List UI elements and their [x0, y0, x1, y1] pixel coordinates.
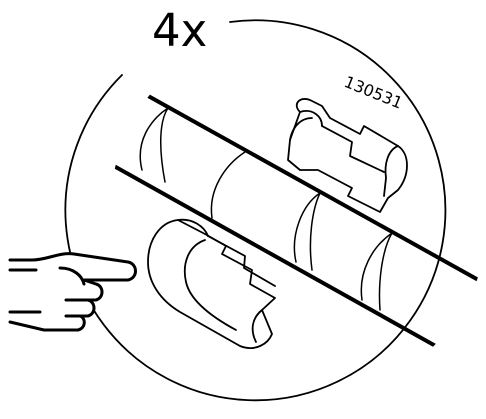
pointing-hand-icon: [8, 252, 137, 332]
part-number-label: 130531: [342, 72, 406, 112]
pipe-segments: [139, 107, 393, 311]
quantity-label: 4x: [152, 4, 208, 57]
upper-clip: [287, 98, 408, 213]
lower-clip: [147, 218, 276, 349]
pipe-top-edge: [110, 56, 486, 294]
detail-circle-outline: [64, 19, 447, 402]
pipe-bottom-edge: [110, 145, 486, 384]
pipe-detail: [110, 56, 486, 384]
